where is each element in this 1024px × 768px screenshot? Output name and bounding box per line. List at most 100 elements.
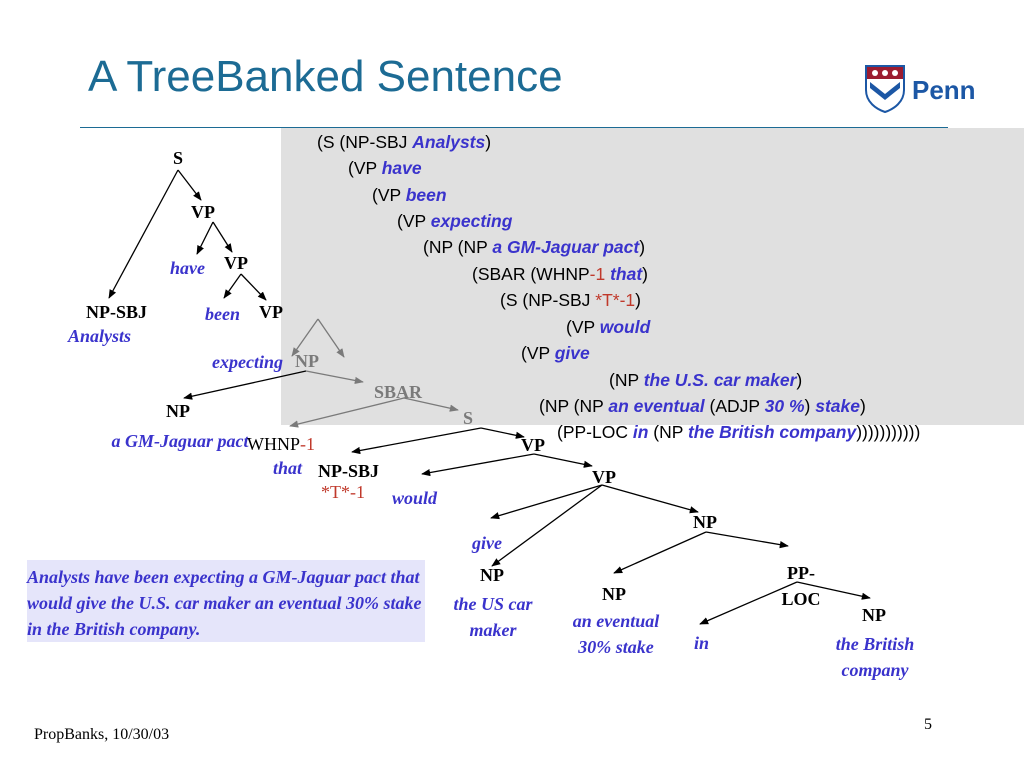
node-np: NP (166, 401, 190, 421)
edge-sbar-whnp (289, 397, 405, 428)
sentence-gloss: Analysts have been expecting a GM-Jaguar… (27, 567, 422, 639)
word-have: have (170, 258, 205, 278)
bracket-text: (NP (609, 370, 644, 390)
edge-vp-have (196, 221, 214, 255)
edge-npobj-npstake (613, 531, 707, 574)
bracket-word: an eventual (608, 396, 705, 416)
node-vp: VP (224, 253, 248, 273)
bracket-text: (VP (397, 211, 431, 231)
penn-logo: Penn (864, 64, 994, 114)
bracket-text: ) (639, 237, 646, 257)
node-np: NP (602, 584, 626, 604)
edge-s-vp (177, 169, 202, 201)
edge-vp4-would (421, 453, 535, 477)
bracket-text: ) (485, 132, 492, 152)
node-whnp: WHNP-1 (247, 434, 315, 455)
edge-pploc-npbritish (796, 581, 871, 600)
bracket-line: (VP been (372, 185, 447, 206)
word-would: would (392, 488, 438, 508)
bracket-line: (S (NP-SBJ *T*-1) (500, 290, 641, 311)
bracket-word: 30 % (764, 396, 805, 416)
bracket-word: that (610, 264, 643, 284)
word-give: give (472, 533, 502, 553)
bracket-line: (PP-LOC in (NP the British company))))))… (557, 422, 920, 443)
node-vp: VP (521, 435, 545, 455)
bracket-text: (PP-LOC (557, 422, 633, 442)
bracket-word: give (554, 343, 590, 363)
bracket-line: (VP give (521, 343, 590, 364)
edge-pploc-in (699, 581, 798, 625)
bracket-word: would (599, 317, 651, 337)
footer-text: PropBanks, 10/30/03 (34, 726, 170, 743)
word-that: that (273, 458, 303, 478)
bracket-text: (S (NP-SBJ (500, 290, 596, 310)
bracket-word: the U.S. car maker (643, 370, 797, 390)
node-vp: VP (259, 302, 283, 322)
edge-vp-vp2 (212, 221, 233, 253)
bracket-line: (S (NP-SBJ Analysts) (317, 132, 491, 153)
bracket-word: have (381, 158, 422, 178)
word-been: been (205, 304, 240, 324)
node-sbar: SBAR (374, 382, 423, 402)
bracket-text: (VP (372, 185, 406, 205)
bracket-text: (S (NP-SBJ (317, 132, 413, 152)
node-np-sbj: NP-SBJ (318, 461, 380, 481)
word-british-company: the British company (835, 634, 915, 680)
trace-t-1: *T*-1 (321, 482, 365, 502)
bracket-word: the British company (687, 422, 857, 442)
bracket-line: (NP the U.S. car maker) (609, 370, 802, 391)
bracket-trace-index: -1 (589, 264, 606, 284)
node-np: NP (693, 512, 717, 532)
node-s: S (173, 148, 184, 168)
node-np-sbj: NP-SBJ (86, 302, 148, 322)
bracket-word: stake (815, 396, 860, 416)
node-s: S (463, 408, 474, 428)
bracket-text: (NP (648, 422, 688, 442)
word-expecting: expecting (212, 352, 283, 372)
bracket-text: (NP (NP (423, 237, 493, 257)
bracket-word: expecting (430, 211, 513, 231)
bracket-word: Analysts (412, 132, 486, 152)
edge-vp5-npus (491, 484, 603, 567)
word-eventual-stake: an eventual 30% stake (572, 611, 660, 657)
bracket-trace: *T*-1 (595, 290, 636, 310)
title-divider (80, 127, 948, 128)
penn-shield-icon (865, 65, 905, 114)
penn-logo-text: Penn (912, 75, 976, 105)
bracket-line: (NP (NP an eventual (ADJP 30 %) stake) (539, 396, 866, 417)
word-analysts: Analysts (68, 326, 132, 346)
node-vp: VP (191, 202, 215, 222)
edge-s-vp4 (480, 427, 525, 439)
bracketed-panel (281, 128, 1024, 425)
bracket-line: (NP (NP a GM-Jaguar pact) (423, 237, 645, 258)
page-number: 5 (924, 716, 932, 733)
node-np: NP (480, 565, 504, 585)
bracket-line: (VP expecting (397, 211, 512, 232)
node-whnp-label: WHNP (247, 434, 300, 454)
edge-vp4-vp5 (533, 453, 593, 468)
whnp-index: -1 (300, 434, 315, 454)
bracket-text: (VP (521, 343, 555, 363)
bracket-text: ))))))))))) (856, 422, 921, 442)
bracket-text: ) (860, 396, 866, 416)
bracket-word: been (405, 185, 447, 205)
bracket-text: (VP (348, 158, 382, 178)
bracket-text: ) (635, 290, 641, 310)
bracket-word: in (632, 422, 649, 442)
bracket-line: (SBAR (WHNP-1 that) (472, 264, 648, 285)
edge-s-npsbj (108, 169, 179, 299)
bracket-text: ) (804, 396, 816, 416)
word-us-car-maker: the US car maker (453, 594, 533, 640)
node-np: NP (862, 605, 886, 625)
edge-vp3-np (317, 318, 345, 358)
bracket-line: (VP have (348, 158, 422, 179)
edge-vp5-give (490, 484, 603, 520)
edge-vp2-vp3 (240, 273, 267, 301)
edge-s-npsbj2 (351, 427, 482, 455)
bracket-text: (ADJP (704, 396, 765, 416)
edge-vp5-npobj (601, 484, 699, 514)
bracket-text: ) (642, 264, 648, 284)
bracket-text: ) (796, 370, 803, 390)
edge-sbar-s (403, 397, 459, 412)
